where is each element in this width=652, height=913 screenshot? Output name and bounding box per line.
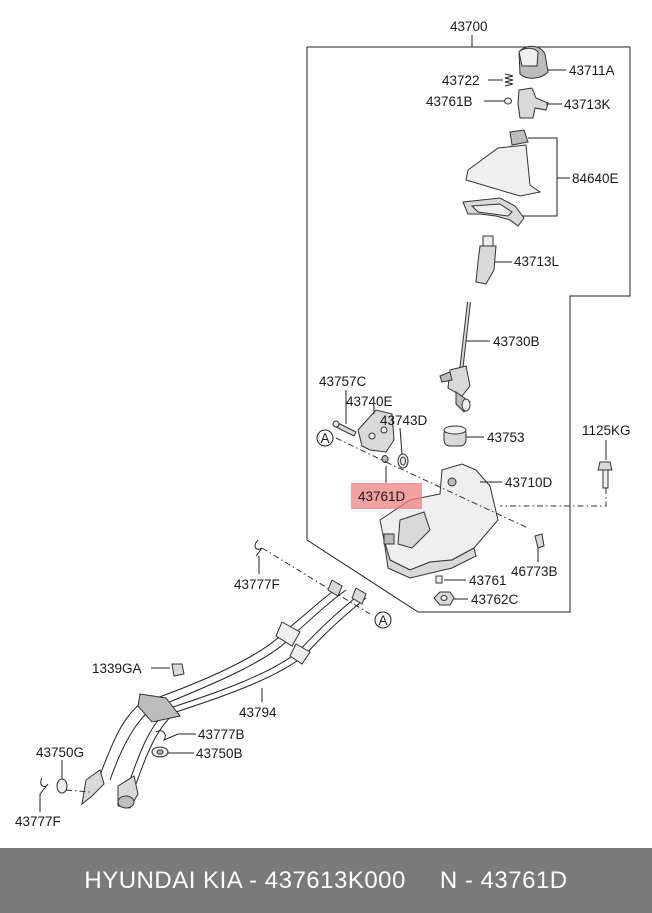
callout-43777B: 43777B — [198, 727, 245, 742]
footer-bar: HYUNDAI KIA - 437613K000 N - 43761D — [0, 848, 652, 913]
callout-1125KG: 1125KG — [582, 423, 631, 438]
bracket-part — [357, 409, 395, 453]
mounting-bolt-part — [597, 461, 613, 489]
callout-43777F-bottom: 43777F — [15, 814, 61, 829]
base-housing-part — [379, 463, 499, 579]
ref-marker-a-bottom: A — [379, 613, 388, 628]
callout-43757C: 43757C — [319, 374, 367, 389]
callout-43722: 43722 — [442, 73, 480, 88]
highlight-box — [351, 483, 422, 509]
assembly-outline — [306, 46, 631, 613]
callout-43713L: 43713L — [514, 254, 560, 269]
ref-marker-a-top: A — [321, 431, 330, 446]
footer-brand-part-number: HYUNDAI KIA - 437613K000 — [84, 866, 406, 894]
callout-43777F-top: 43777F — [234, 577, 280, 592]
callout-43761: 43761 — [469, 573, 507, 588]
shift-boot-part — [462, 129, 542, 227]
lever-upper-part — [475, 235, 497, 285]
bushing-part — [443, 425, 467, 447]
callout-43713K: 43713K — [564, 97, 611, 112]
callout-43730B: 43730B — [493, 334, 540, 349]
callout-43750G: 43750G — [36, 745, 84, 760]
shift-knob-part — [518, 45, 549, 79]
callout-43761D: 43761D — [358, 489, 406, 504]
spring-part — [504, 73, 514, 87]
cable-bolt-part — [171, 663, 185, 677]
callout-43750B: 43750B — [196, 746, 243, 761]
spring-part-2 — [397, 453, 409, 469]
callout-43700: 43700 — [450, 19, 488, 34]
lever-rod-part — [439, 301, 471, 413]
nut-part — [433, 591, 455, 606]
clip-pin-part — [254, 539, 263, 557]
callout-43710D: 43710D — [505, 475, 553, 490]
shift-cable-assembly — [81, 579, 367, 809]
callout-43711A: 43711A — [569, 63, 615, 78]
clip-part — [534, 533, 545, 549]
bolt-part — [332, 420, 357, 437]
callout-84640E: 84640E — [572, 171, 619, 186]
callout-43753: 43753 — [487, 430, 525, 445]
callout-43740E: 43740E — [346, 394, 393, 409]
knob-insert-part — [517, 87, 549, 119]
footer-diagram-number: N - 43761D — [439, 866, 568, 894]
callout-43761B: 43761B — [426, 94, 473, 109]
callout-46773B: 46773B — [511, 564, 558, 579]
callout-43743D: 43743D — [380, 413, 428, 428]
callout-1339GA: 1339GA — [92, 661, 142, 676]
callout-43762C: 43762C — [471, 592, 519, 607]
parts-diagram: 43700 43711A 43722 43761B 43713K 84640E … — [15, 19, 631, 829]
callout-43794: 43794 — [239, 705, 277, 720]
